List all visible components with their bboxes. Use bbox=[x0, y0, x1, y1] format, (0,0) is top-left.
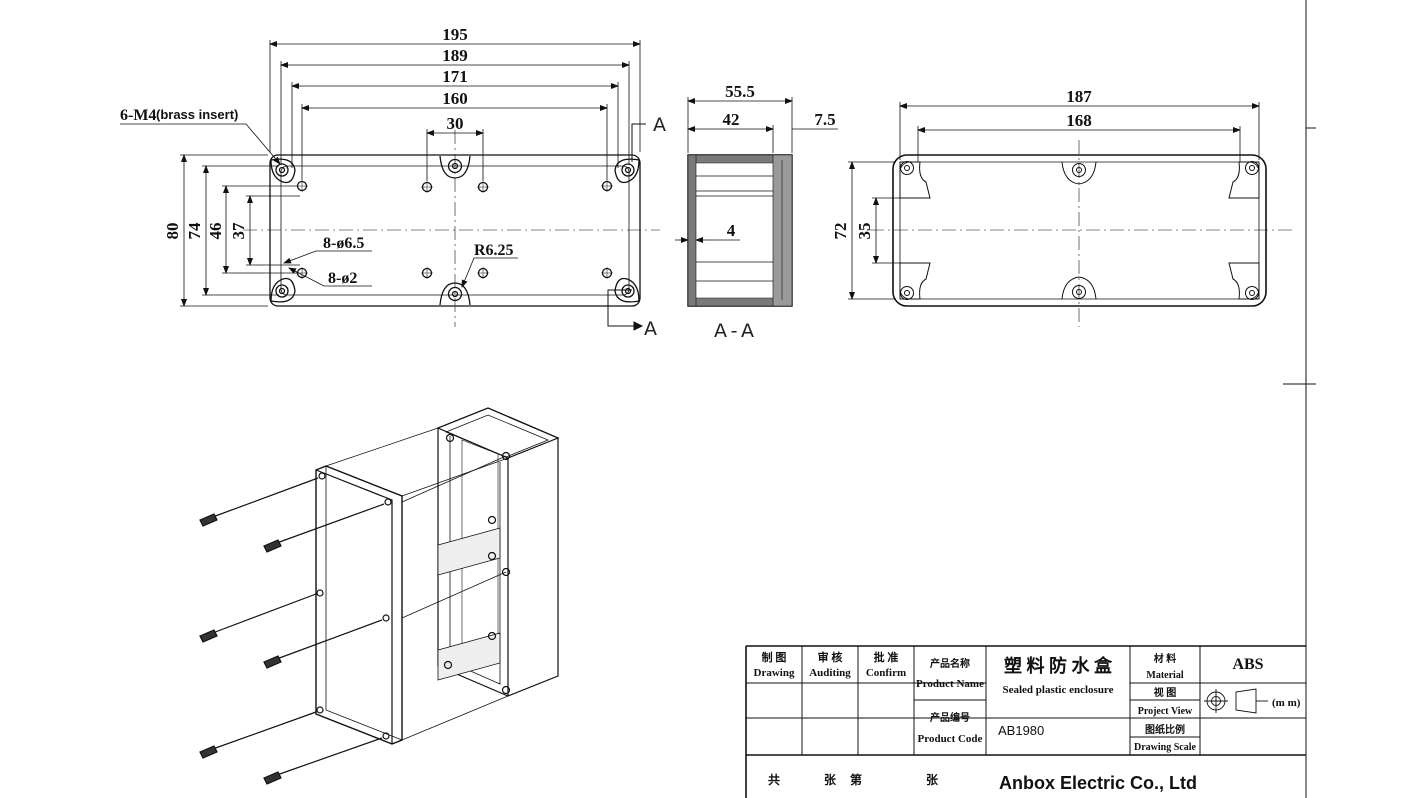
dim-37: 37 bbox=[229, 222, 248, 240]
mounting-hole bbox=[296, 180, 308, 192]
product-name-label-en: Product Name bbox=[916, 678, 984, 690]
header-confirm-en: Confirm bbox=[866, 667, 906, 679]
product-name-cn: 塑 料 防 水 盒 bbox=[1004, 655, 1113, 676]
screw bbox=[264, 738, 382, 784]
mounting-hole bbox=[601, 180, 613, 192]
section-dimensions bbox=[675, 97, 838, 243]
sheet-total-label: 共 bbox=[768, 772, 780, 787]
projection-symbol bbox=[1204, 689, 1268, 713]
corner-boss bbox=[271, 279, 295, 302]
top-view bbox=[870, 140, 1292, 327]
material-value: ABS bbox=[1232, 656, 1263, 673]
sheet-number-label: 第 bbox=[850, 772, 862, 787]
dim-4: 4 bbox=[727, 221, 736, 240]
dim-42: 42 bbox=[723, 110, 740, 129]
mounting-hole bbox=[601, 267, 613, 279]
mounting-hole bbox=[477, 267, 489, 279]
header-auditing-en: Auditing bbox=[809, 667, 851, 679]
front-height-dimensions bbox=[180, 154, 300, 307]
section-mark-bottom: A bbox=[644, 318, 657, 340]
top-boss bbox=[1246, 287, 1259, 300]
product-name-label-cn: 产品名称 bbox=[930, 657, 970, 670]
dim-171: 171 bbox=[442, 67, 468, 86]
header-drawing-en: Drawing bbox=[754, 667, 795, 679]
mounting-hole bbox=[477, 181, 489, 193]
header-drawing-cn: 制 图 bbox=[762, 650, 787, 664]
view-label-cn: 视 图 bbox=[1154, 686, 1177, 699]
top-boss bbox=[901, 162, 914, 175]
screw bbox=[200, 478, 318, 526]
exploded-isometric-view bbox=[200, 408, 558, 784]
section-view bbox=[688, 155, 792, 306]
unit-label: (m m) bbox=[1272, 697, 1301, 709]
dim-35: 35 bbox=[855, 223, 874, 240]
hole-callout-2: 8-ø2 bbox=[328, 270, 357, 287]
section-cut-line bbox=[608, 124, 646, 330]
dim-168: 168 bbox=[1066, 111, 1092, 130]
screw bbox=[264, 504, 384, 552]
scale-label-cn: 图纸比例 bbox=[1145, 723, 1185, 736]
corner-boss bbox=[271, 159, 295, 182]
section-label: A-A bbox=[714, 320, 758, 342]
center-boss bbox=[440, 283, 470, 305]
dim-195: 195 bbox=[442, 25, 468, 44]
dim-160: 160 bbox=[442, 89, 468, 108]
screw bbox=[200, 594, 316, 642]
enclosure-lid bbox=[316, 466, 402, 744]
material-label-en: Material bbox=[1146, 670, 1183, 681]
dim-72: 72 bbox=[831, 223, 850, 240]
callout-leaders bbox=[120, 124, 518, 288]
radius-callout: R6.25 bbox=[474, 242, 514, 259]
header-auditing-cn: 审 核 bbox=[818, 650, 843, 664]
product-code-label-en: Product Code bbox=[918, 733, 983, 745]
sheet-unit-label-2: 张 bbox=[926, 772, 939, 787]
material-label-cn: 材 料 bbox=[1154, 652, 1177, 665]
screw bbox=[200, 712, 316, 758]
top-boss bbox=[1073, 286, 1086, 299]
top-boss bbox=[1073, 164, 1086, 177]
corner-boss bbox=[615, 279, 639, 302]
sheet-unit-label: 张 bbox=[824, 772, 837, 787]
dim-30: 30 bbox=[447, 114, 464, 133]
dim-46: 46 bbox=[206, 223, 225, 240]
mounting-hole bbox=[421, 267, 433, 279]
company-name: Anbox Electric Co., Ltd bbox=[999, 773, 1197, 793]
title-block bbox=[746, 646, 1306, 798]
front-width-dimensions bbox=[269, 40, 641, 181]
product-code-label-cn: 产品编号 bbox=[930, 711, 970, 724]
thread-callout: 6-M4 bbox=[120, 107, 156, 124]
corner-boss bbox=[615, 159, 639, 182]
scale-label-en: Drawing Scale bbox=[1134, 742, 1197, 753]
center-boss bbox=[440, 156, 470, 178]
assembly-guide-lines bbox=[326, 428, 508, 740]
dim-187: 187 bbox=[1066, 87, 1092, 106]
mounting-hole bbox=[421, 181, 433, 193]
hole-callout-6-5: 8-ø6.5 bbox=[323, 235, 364, 252]
product-code-value: AB1980 bbox=[998, 723, 1044, 738]
dim-7-5: 7.5 bbox=[814, 110, 835, 129]
product-name-en: Sealed plastic enclosure bbox=[1002, 684, 1113, 696]
screw bbox=[264, 620, 382, 668]
front-view bbox=[243, 130, 660, 327]
section-mark-top: A bbox=[653, 114, 666, 136]
top-boss bbox=[1246, 162, 1259, 175]
top-boss bbox=[901, 287, 914, 300]
dim-189: 189 bbox=[442, 46, 468, 65]
view-label-en: Project View bbox=[1138, 706, 1193, 717]
thread-note: (brass insert) bbox=[156, 107, 238, 122]
dim-80: 80 bbox=[163, 223, 182, 240]
top-dimensions bbox=[848, 102, 1260, 300]
dim-74: 74 bbox=[185, 222, 204, 240]
dim-55-5: 55.5 bbox=[725, 82, 755, 101]
header-confirm-cn: 批 准 bbox=[874, 650, 899, 664]
enclosure-body bbox=[438, 408, 558, 696]
